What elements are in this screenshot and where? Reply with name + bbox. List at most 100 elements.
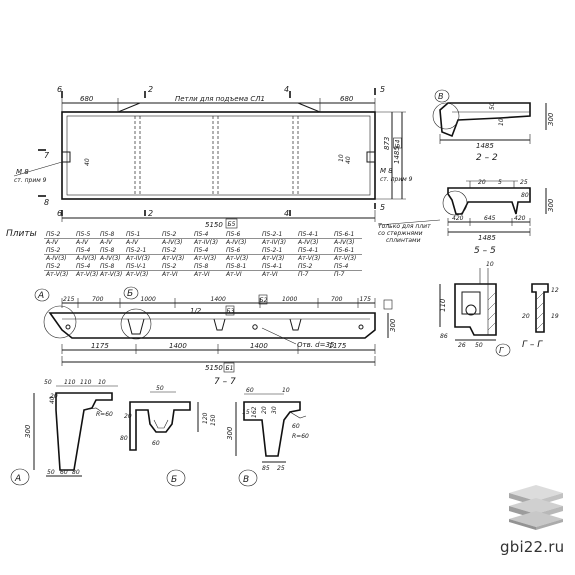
detail-g-d110: 110 — [439, 298, 447, 312]
table-cell: П5-4 — [194, 247, 208, 254]
detail-g-d50: 50 — [475, 342, 483, 349]
detail-a-dim-b50: 50 — [47, 469, 55, 476]
detail-v-label: В — [243, 475, 249, 485]
table-cell: П5-8 — [100, 231, 114, 238]
detail-v-d10: 10 — [282, 387, 290, 394]
table-cell: Ат-V(3) — [45, 271, 68, 278]
table-cell: П5-6-1 — [334, 231, 354, 238]
elevation-mark-b3: Б3 — [227, 308, 235, 315]
sec-marker-6-top: 6 — [57, 85, 62, 94]
detail-b-d50: 50 — [156, 385, 164, 392]
detail-v-d20: 20 — [261, 406, 268, 414]
section-55-dim: 420 — [514, 215, 526, 222]
detail-g-d19: 19 — [551, 313, 559, 320]
table-cell: Ат-VI — [261, 271, 278, 278]
detail-v-d162: 162 — [251, 406, 258, 418]
detail-a-dim-50: 50 — [44, 379, 52, 386]
table-cell: Ат-V(3) — [161, 255, 184, 262]
plan-dim-40-left: 40 — [84, 158, 91, 166]
elevation-bottom-dim: 1175 — [329, 342, 347, 350]
sec-marker-4-top: 4 — [284, 85, 289, 94]
section-2-2-outline — [439, 102, 531, 138]
detail-v-d25: 25 — [277, 465, 285, 472]
elevation-top-dim: 215 — [63, 296, 75, 303]
m8-right: М 8 — [380, 167, 393, 175]
detail-b-d120: 120 — [202, 412, 209, 424]
detail-a-r60: R=60 — [96, 411, 113, 418]
detail-g-label: Г — [499, 346, 504, 355]
m8-left-sub: ст. прим 9 — [14, 177, 47, 184]
detail-v-outline — [243, 401, 301, 457]
detail-a: 50 110 110 10 40 R=60 300 50 60 80 20 А — [10, 379, 118, 486]
section-55-d20: 20 — [478, 179, 486, 186]
detail-v-r60: R=60 — [292, 433, 309, 440]
table-cell: Ат-V(3) — [193, 255, 216, 262]
table-cell: А-IV(3) — [99, 255, 121, 262]
table-cell: П5-6 — [226, 231, 240, 238]
table-note-1: Только для плит — [378, 223, 431, 230]
plan-overall-length: 5150 — [205, 221, 223, 229]
elevation-mark-a: А — [37, 291, 44, 301]
table-cell: А-IV(3) — [75, 255, 97, 262]
table-cell: А-IV(3) — [45, 255, 67, 262]
section-g-g-outline — [531, 283, 549, 333]
detail-a-dim-110b: 110 — [80, 379, 92, 386]
table-cell: А-IV(3) — [333, 239, 355, 246]
m8-left: М 8 — [16, 168, 29, 176]
table-cell: П5-8 — [100, 263, 114, 270]
elevation-top-dim: 175 — [360, 296, 372, 303]
sec-marker-2-bot: 2 — [148, 209, 153, 218]
elevation-top-dim: 1400 — [211, 296, 226, 303]
table-cell: Ат-V(3) — [99, 271, 122, 278]
plan-dim-1485: 1485 — [393, 146, 401, 164]
table-cell: А-IV — [99, 239, 113, 246]
table-cell: П5-5 — [76, 231, 90, 238]
table-cell: А-IV — [45, 239, 59, 246]
detail-a-outline — [55, 392, 113, 471]
section-b-length: 1485 — [476, 142, 494, 150]
table-cell: П5-4 — [76, 247, 90, 254]
sec-marker-6-bot: 6 — [57, 209, 62, 218]
table-cell: П5-2 — [46, 247, 60, 254]
table-cell: П5-8 — [194, 263, 208, 270]
table-cell: П5-4 — [334, 263, 348, 270]
detail-g-d86: 86 — [440, 333, 448, 340]
section-2-2: В 1485 300 50 10 2 – 2 — [432, 89, 555, 163]
table-cell: П5-2-1 — [262, 247, 282, 254]
table-note-3: сплинтами — [386, 237, 421, 244]
detail-g: 10 110 26 50 86 Г 12 19 20 Г – Г — [439, 261, 559, 357]
section-55-length: 1485 — [478, 234, 496, 242]
detail-a-dim-110a: 110 — [64, 379, 76, 386]
section-b-d10: 10 — [498, 118, 505, 126]
detail-v-d85: 85 — [262, 465, 270, 472]
m8-right-sub: ст. прим 9 — [380, 176, 413, 183]
table-cell: П5-4-1 — [298, 247, 318, 254]
detail-g-d12: 12 — [551, 287, 559, 294]
table-cell: П5-2 — [46, 263, 60, 270]
table-cell: П5-2 — [46, 231, 60, 238]
detail-g-outline — [454, 283, 497, 336]
elevation-bottom-dim: 1400 — [250, 342, 268, 350]
detail-a-d40: 40 — [49, 396, 56, 404]
section-g-g-title: Г – Г — [522, 340, 543, 350]
table-cell: П5-4 — [76, 263, 90, 270]
table-cell: Ат-V(3) — [75, 271, 98, 278]
table-cell: П-7 — [334, 271, 345, 278]
site-watermark: gbi22.ru — [500, 538, 565, 556]
detail-b-outline — [129, 401, 191, 451]
plan-dim-873: 873 — [383, 137, 391, 150]
elevation-overall: 5150 — [205, 364, 223, 372]
table-cell: Ат-V(3) — [261, 255, 284, 262]
section-55-d80: 80 — [521, 192, 529, 199]
table-cell: П5-6 — [226, 247, 240, 254]
detail-a-dim-b80: 80 — [72, 469, 80, 476]
elevation-bottom-dim: 1175 — [91, 342, 109, 350]
plan-dim-left: 680 — [80, 95, 94, 103]
table-cell: П5-8 — [100, 247, 114, 254]
table-cell: Ат-V(3) — [125, 271, 148, 278]
detail-g-d20: 20 — [522, 313, 530, 320]
detail-v: 60 162 20 30 10 15 60 R=60 300 85 25 В — [226, 387, 309, 487]
